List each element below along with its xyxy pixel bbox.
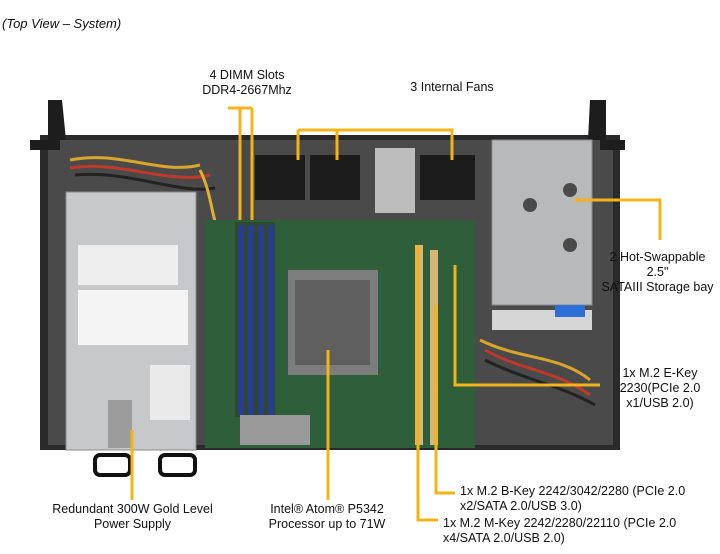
view-caption: (Top View – System) — [2, 16, 122, 31]
internal-fans-label: 3 Internal Fans — [410, 80, 494, 94]
storage-bay-label: 2 Hot-Swappable 2.5" SATAIII Storage bay — [601, 250, 714, 294]
motherboard — [205, 220, 475, 448]
power-supply — [65, 191, 197, 477]
bkey-leader — [434, 305, 455, 495]
storage-cables — [479, 338, 596, 407]
m2-ekey-label: 1x M.2 E-Key 2230(PCIe 2.0 x1/USB 2.0) — [619, 366, 701, 410]
power-supply-label: Redundant 300W Gold Level Power Supply — [52, 502, 213, 531]
dimm-leader — [228, 106, 254, 220]
processor-label: Intel® Atom® P5342 Processor up to 71W — [268, 502, 386, 531]
leader-lines — [130, 106, 662, 522]
mkey-leader — [416, 245, 438, 522]
fan-assembly — [255, 148, 475, 213]
m2-mkey-label: 1x M.2 M-Key 2242/2280/22110 (PCIe 2.0 x… — [443, 516, 677, 545]
dimm-slots-label: 4 DIMM Slots DDR4-2667Mhz — [202, 68, 292, 97]
fans-leader — [296, 128, 454, 160]
storage-leader — [575, 198, 662, 240]
m2-bkey-label: 1x M.2 B-Key 2242/3042/2280 (PCIe 2.0 x2… — [460, 484, 686, 513]
ekey-leader — [453, 265, 600, 387]
storage-bay — [491, 139, 593, 330]
